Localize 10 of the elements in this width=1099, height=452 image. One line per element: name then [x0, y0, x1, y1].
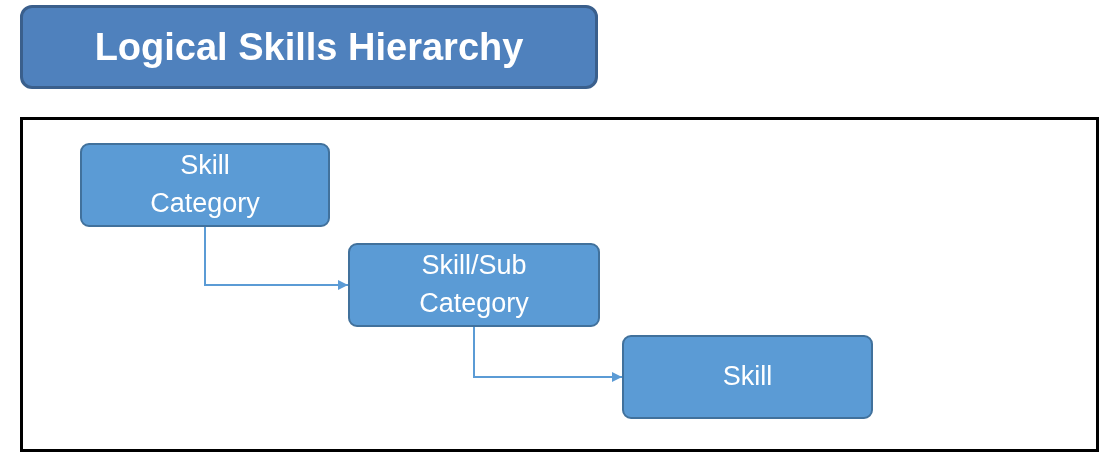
arrow [204, 226, 349, 290]
process-box [80, 143, 330, 227]
box-label: Skill Category [149, 149, 261, 220]
title-banner: Logical Skills Hierarchy [20, 5, 598, 89]
box-label: Skill/Sub Category [418, 249, 530, 320]
box-label: Skill [722, 360, 773, 394]
arrow [473, 326, 623, 382]
frame-box [20, 117, 1099, 452]
process-box [622, 335, 873, 419]
process-box [348, 243, 600, 327]
